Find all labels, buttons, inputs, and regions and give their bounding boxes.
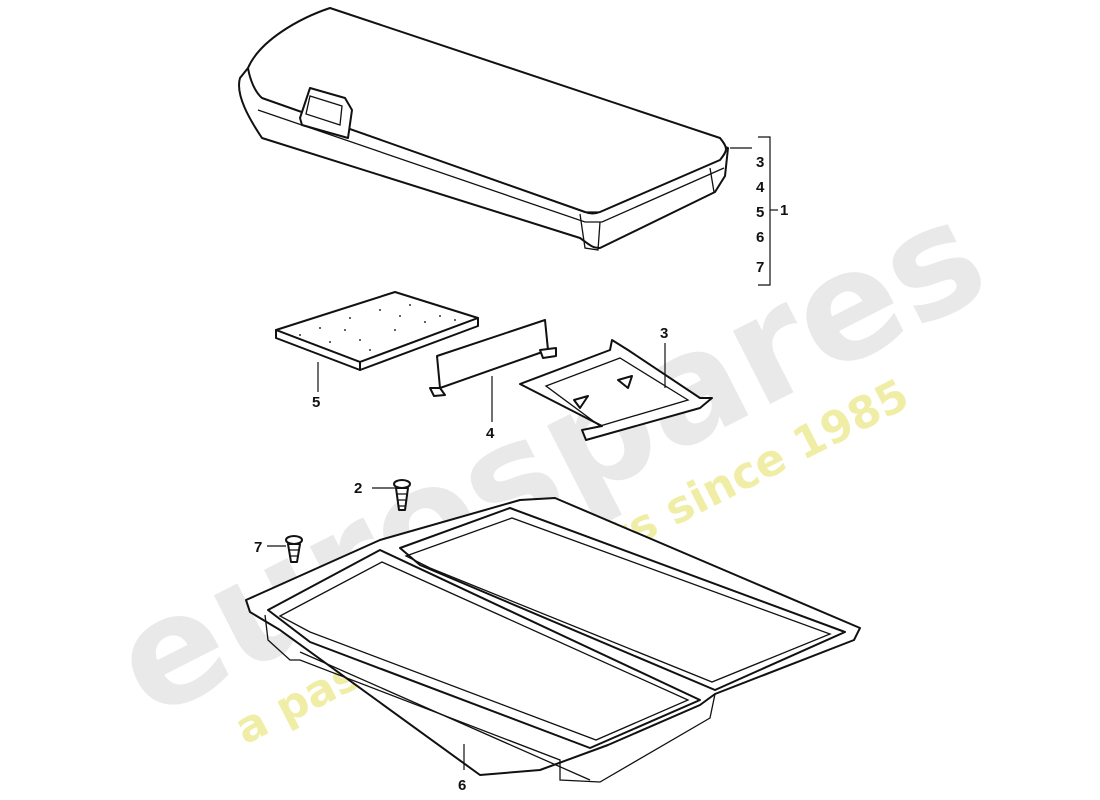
callout-group-total: 1 <box>780 202 788 219</box>
screw-7 <box>285 535 303 563</box>
bottom-tray <box>245 497 861 783</box>
callout-bracket: 3 <box>660 325 668 342</box>
leader-lines <box>267 136 778 770</box>
pad-insulation <box>275 291 479 371</box>
callout-tray: 6 <box>458 777 466 794</box>
callout-screw-large: 2 <box>354 480 362 497</box>
callout-screw-small: 7 <box>254 539 262 556</box>
cover-strip <box>429 319 557 397</box>
cover-lid <box>238 7 729 251</box>
support-bracket <box>519 339 713 441</box>
screw-2 <box>393 479 411 511</box>
callout-group-5: 5 <box>756 204 764 221</box>
callout-group-6: 6 <box>756 229 764 246</box>
callout-strip: 4 <box>486 425 495 442</box>
callouts: 3 4 5 6 7 1 5 4 3 2 7 6 <box>254 154 788 794</box>
callout-group-3: 3 <box>756 154 764 171</box>
callout-group-7: 7 <box>756 259 764 276</box>
callout-group-4: 4 <box>756 179 765 196</box>
callout-pad: 5 <box>312 394 320 411</box>
